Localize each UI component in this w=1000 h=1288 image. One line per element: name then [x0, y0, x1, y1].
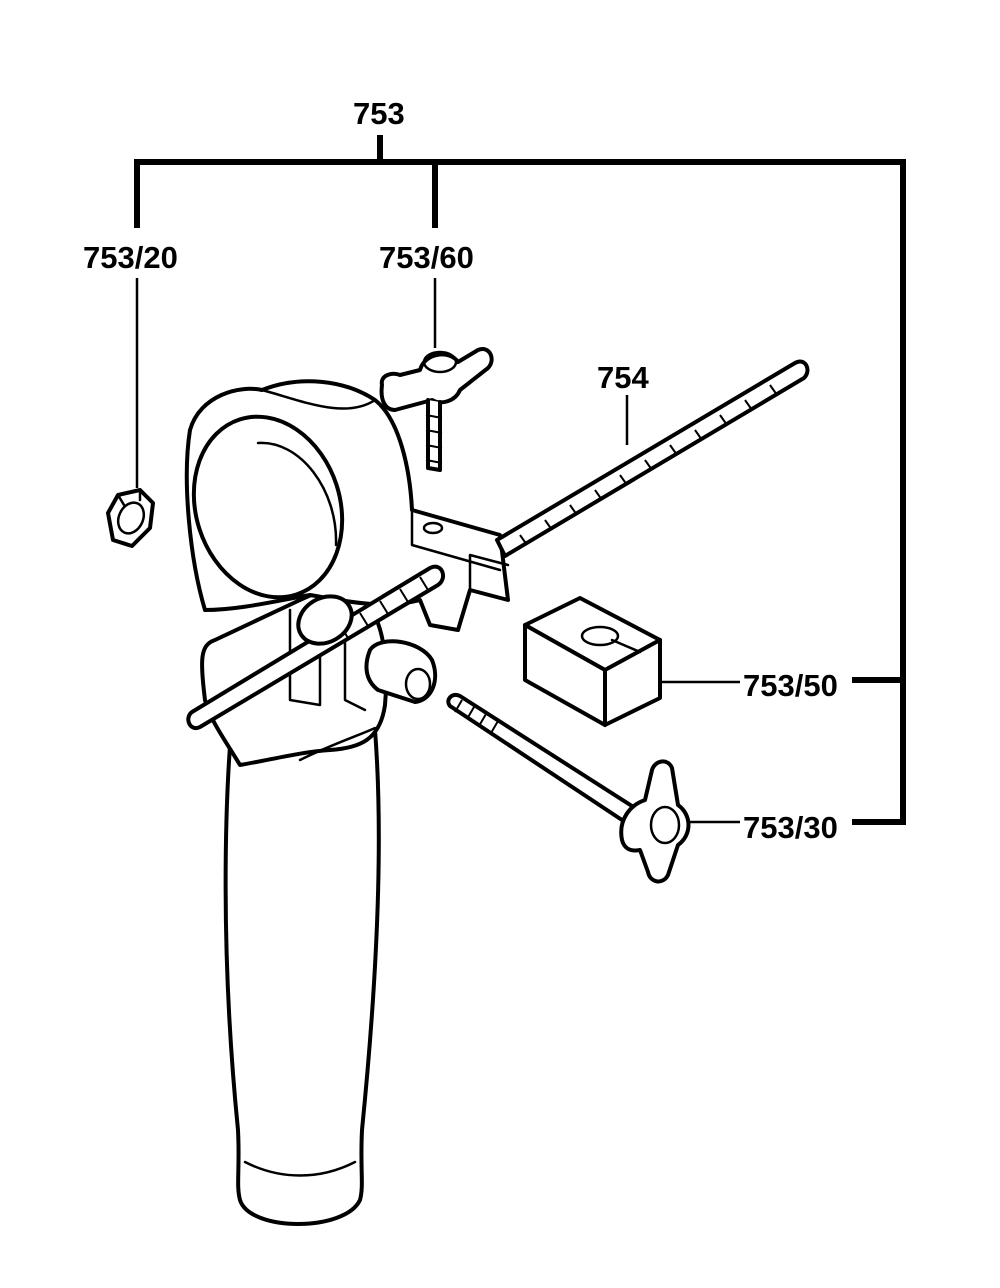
- leader-lines: [135, 278, 740, 824]
- label-754: 754: [597, 360, 649, 395]
- clamp-block-part: [523, 596, 662, 727]
- label-753-50: 753/50: [743, 668, 838, 703]
- wing-screw-top-part: [379, 347, 494, 472]
- label-753-60: 753/60: [379, 240, 474, 275]
- label-753-30: 753/30: [743, 810, 838, 845]
- side-handle-part: [184, 379, 510, 1226]
- label-753: 753: [353, 96, 405, 131]
- depth-rod-part: [495, 359, 810, 558]
- wing-screw-side-part: [446, 693, 691, 884]
- threaded-stud-part: [186, 564, 446, 731]
- assembly-bracket: [134, 135, 906, 825]
- label-753-20: 753/20: [83, 240, 178, 275]
- handle-knob-part: [296, 594, 438, 704]
- hex-nut-part: [106, 488, 155, 548]
